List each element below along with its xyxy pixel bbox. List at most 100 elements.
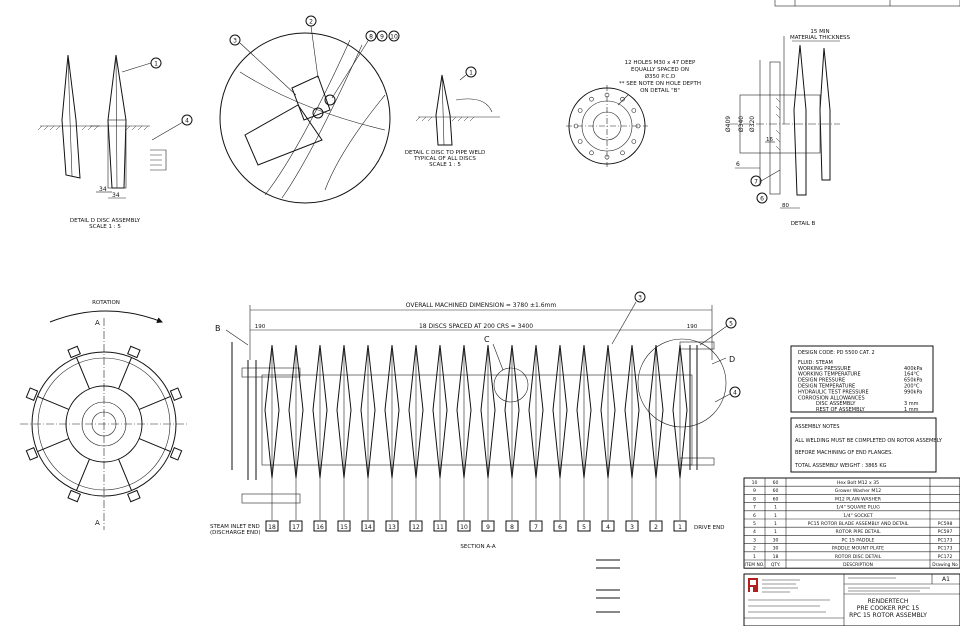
design-line-label: DESIGN TEMPERATURE (798, 384, 855, 390)
dim-right-190: 190 (687, 324, 698, 330)
disc-number: 3 (630, 524, 634, 531)
design-line-label: DESIGN PRESSURE (798, 378, 845, 384)
paddle-arm (138, 438, 171, 453)
paddle-blade (25, 447, 39, 461)
bom-item: 2 (753, 546, 756, 552)
paddle-blade (127, 489, 141, 503)
detail-b-dim-bottom: 80 (782, 203, 789, 209)
design-line-value: 650kPa (904, 378, 922, 384)
overall-dimension: OVERALL MACHINED DIMENSION = 3780 ±1.6mm (406, 302, 557, 309)
paddle-arm (138, 395, 171, 410)
bom-header-item: ITEM NO. (745, 562, 765, 568)
disc-number: 12 (412, 524, 420, 531)
bolt-hole (620, 96, 625, 102)
design-line-value: 1 mm (904, 407, 919, 413)
disc-number: 9 (486, 524, 490, 531)
title-line-3: RPC 15 ROTOR ASSEMBLY (849, 612, 927, 619)
discs-dimension: 18 DISCS SPACED AT 200 CRS = 3400 (419, 323, 533, 330)
disc-number: 17 (292, 524, 300, 531)
paddle-arm (37, 395, 70, 410)
flange-note-2: EQUALLY SPACED ON (631, 67, 689, 73)
disc-number-box (673, 520, 687, 532)
detail-d-dim-b: 34 (112, 192, 120, 199)
bom-item: 6 (753, 513, 756, 519)
bolt-hole (620, 150, 625, 156)
detail-c-weld: 1 DETAIL C DISC TO PIPE WELD TYPICAL OF … (405, 66, 500, 168)
bolt-hole (577, 139, 583, 144)
disc-number-box (409, 520, 423, 532)
paddle-blade (169, 447, 183, 461)
disc-number-box (313, 520, 327, 532)
detail-d-callout-4: 4 (185, 118, 189, 125)
bom-dwg: PC173 (938, 546, 953, 552)
disc-number-box (289, 520, 303, 532)
assembly-notes-line2: BEFORE MACHINING OF END FLANGES. (795, 450, 893, 456)
title-company: RENDERTECH (868, 598, 909, 605)
bom-qty: 18 (773, 554, 779, 560)
section-a-bottom: A (95, 519, 100, 527)
bom-frame (743, 477, 960, 569)
design-line-label: DESIGN CODE: PD 5500 CAT. 2 (798, 350, 875, 356)
drive-end: DRIVE END (694, 525, 725, 531)
disc-number-box (553, 520, 567, 532)
title-line-2: PRE COOKER RPC 15 (857, 605, 920, 612)
bom-item: 9 (753, 488, 756, 494)
assembly-notes: ASSEMBLY NOTES ALL WELDING MUST BE COMPL… (790, 417, 943, 473)
bom-dwg: PC173 (938, 537, 953, 543)
bom-desc: PC15 ROTOR BLADE ASSEMBLY AND DETAIL (808, 521, 909, 527)
detail-c-weld-scale: SCALE 1 : 5 (429, 162, 461, 168)
detail-b-caption: DETAIL B (791, 221, 816, 227)
bom-dwg: PC598 (938, 521, 953, 527)
design-line-label: REST OF ASSEMBLY (816, 407, 866, 413)
design-line-label: DISC ASSEMBLY (816, 401, 856, 407)
detail-d-dim-a: 34 (99, 186, 107, 193)
section-callout-4: 4 (733, 390, 737, 397)
bom-desc: PC 15 PADDLE (842, 537, 875, 543)
disc-number-box (481, 520, 495, 532)
flange-note-4: ** SEE NOTE ON HOLE DEPTH (619, 81, 701, 87)
bom-item: 5 (753, 521, 756, 527)
label-c: C (484, 335, 490, 344)
detail-c-callout-8: 8 (369, 34, 373, 41)
bom-qty: 30 (773, 537, 779, 543)
detail-b: 15 MIN MATERIAL THICKNESS Ø409 Ø340 Ø320… (725, 29, 851, 227)
detail-b-callout-7: 7 (754, 179, 758, 186)
detail-c-callout-3: 3 (233, 38, 237, 45)
disc-number: 5 (582, 524, 586, 531)
label-d: D (729, 355, 735, 364)
disc-number: 7 (534, 524, 538, 531)
disc-number-box (649, 520, 663, 532)
bolt-hole (589, 150, 594, 156)
section-title: SECTION A-A (460, 544, 495, 550)
design-line-value: 3 mm (904, 401, 919, 407)
disc-number-box (625, 520, 639, 532)
bolt-hole (631, 108, 637, 113)
bom-desc: ROTOR DISC DETAIL (835, 554, 882, 560)
bolt-hole (604, 92, 610, 98)
bom-qty: 1 (774, 521, 777, 527)
flange-view: 12 HOLES M30 x 47 DEEP EQUALLY SPACED ON… (566, 60, 701, 167)
bom-item: 7 (753, 505, 756, 511)
disc-number-box (433, 520, 447, 532)
design-line-label: WORKING TEMPERATURE (798, 372, 861, 378)
bom-desc: 1/4" SOCKET (843, 513, 873, 519)
bolt-hole (577, 108, 583, 113)
bom-item: 1 (753, 554, 756, 560)
flange-note-1: 12 HOLES M30 x 47 DEEP (625, 60, 696, 66)
detail-b-callout-6: 6 (760, 196, 764, 203)
disc-number: 10 (460, 524, 468, 531)
disc-number: 18 (268, 524, 276, 531)
flange-note-3: Ø350 P.C.D (645, 73, 676, 80)
bom-desc: 1/4" SQUARE PLUG (836, 505, 880, 511)
design-line-label: CORROSION ALLOWANCES (798, 395, 865, 401)
detail-c-weld-caption2: TYPICAL OF ALL DISCS (413, 156, 476, 162)
disc-number: 14 (364, 524, 372, 531)
disc-number-box (601, 520, 615, 532)
disc-number-box (265, 520, 279, 532)
bom-item: 10 (752, 480, 758, 486)
disc-number-box (577, 520, 591, 532)
detail-c-callout-2: 2 (309, 19, 313, 26)
sheet-size: A1 (942, 576, 950, 583)
